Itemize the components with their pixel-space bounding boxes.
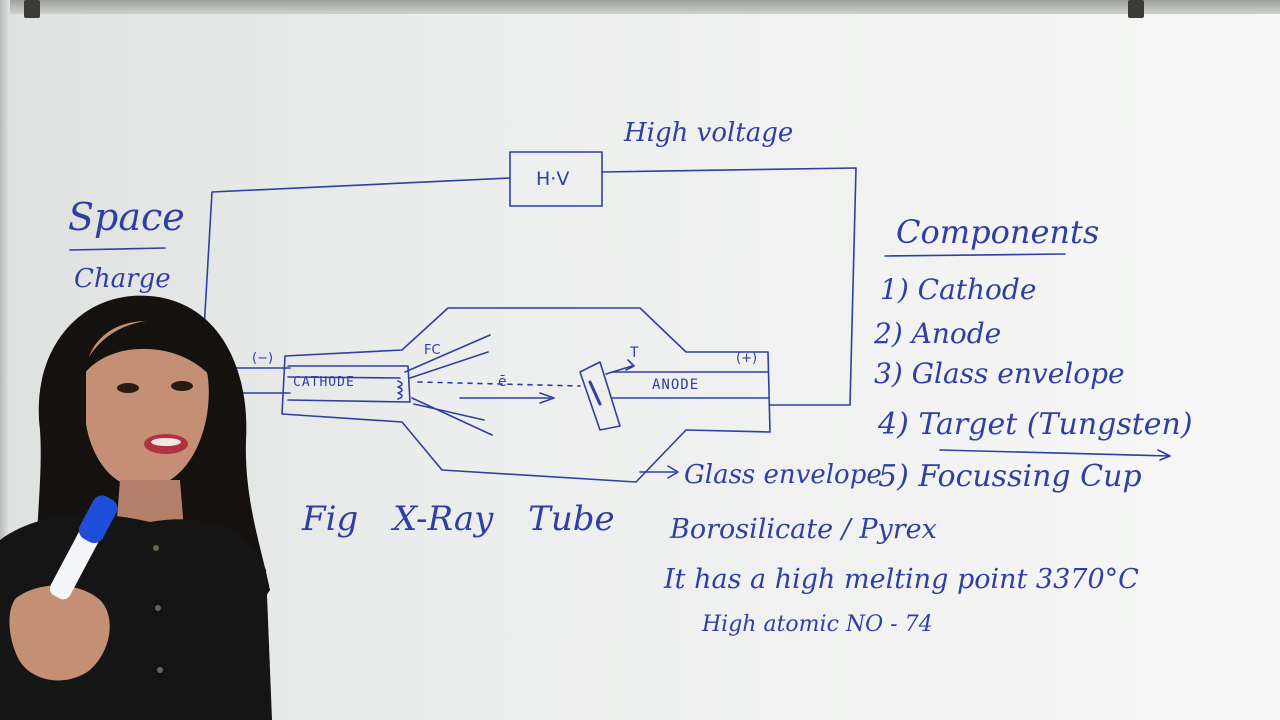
presenter-hand xyxy=(9,585,110,681)
space-charge-word-1: Space xyxy=(68,195,185,239)
component-item: 4) Target (Tungsten) xyxy=(878,407,1193,442)
presenter-eye xyxy=(171,381,193,391)
glass-envelope-outline xyxy=(281,307,771,483)
board-clip-left xyxy=(24,0,40,18)
anode-label: ANODE xyxy=(652,377,700,393)
focusing-cup-label: FC xyxy=(424,343,441,358)
atomic-number-note: High atomic NO - 74 xyxy=(702,612,933,637)
cathode-label: CATHODE xyxy=(293,375,355,390)
cathode-sign: (−) xyxy=(252,351,274,366)
space-charge-word-2: Charge xyxy=(74,264,171,294)
target-label: T xyxy=(630,345,639,361)
presenter-eye xyxy=(117,383,139,393)
electron-beam xyxy=(417,381,581,387)
hv-box-outline xyxy=(509,151,603,207)
component-item: 1) Cathode xyxy=(880,273,1037,306)
high-voltage-label: High voltage xyxy=(624,118,794,148)
board-clip-right xyxy=(1128,0,1144,18)
components-underline xyxy=(884,253,1066,257)
figure-caption: Fig X-Ray Tube xyxy=(302,499,615,539)
component-item: 3) Glass envelope xyxy=(874,357,1125,390)
component-item: 2) Anode xyxy=(874,317,1002,350)
glass-envelope-label: Glass envelope xyxy=(684,460,882,490)
marker-pen xyxy=(49,495,118,600)
hv-wire-left xyxy=(203,177,511,331)
board-left-frame xyxy=(0,0,10,720)
presenter xyxy=(0,295,272,720)
hv-wire-right xyxy=(601,167,857,406)
components-title: Components xyxy=(896,213,1100,251)
hv-box-label: H·V xyxy=(536,168,570,190)
board-top-frame xyxy=(0,0,1280,14)
borosilicate-note: Borosilicate / Pyrex xyxy=(670,514,937,545)
anode-sign: (+) xyxy=(736,351,758,366)
melting-point-note: It has a high melting point 3370°C xyxy=(664,564,1139,595)
target-block xyxy=(579,361,621,431)
cathode-tube xyxy=(287,365,411,403)
component-item: 5) Focussing Cup xyxy=(878,459,1142,494)
electron-label: ē xyxy=(498,374,507,390)
